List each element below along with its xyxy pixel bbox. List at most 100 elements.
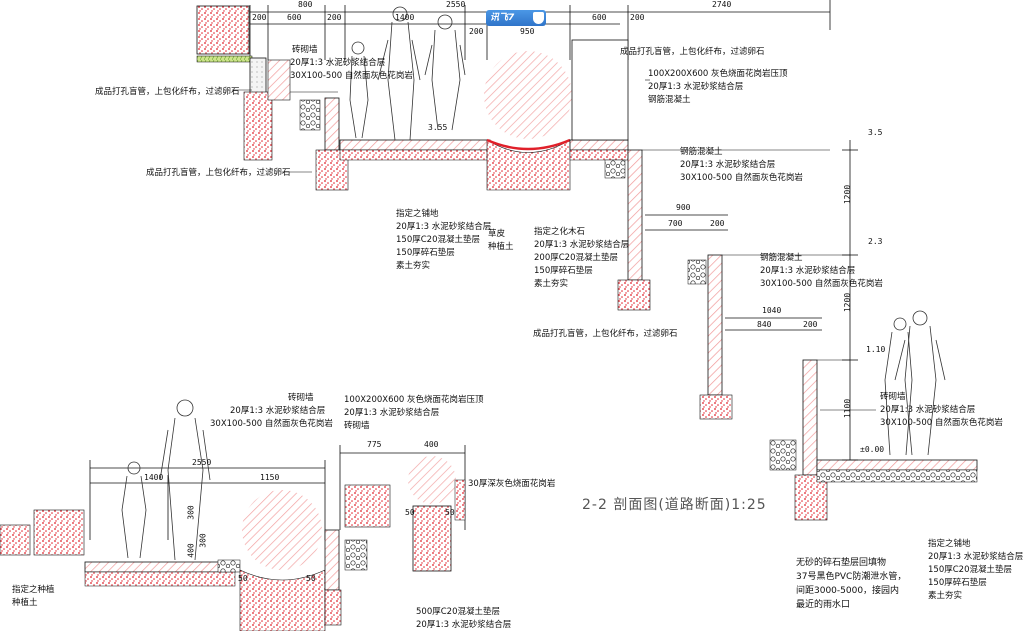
dim-200c: 200: [469, 27, 484, 36]
note-line: 间距3000-5000，接园内: [796, 586, 900, 596]
dim-200d: 200: [630, 13, 645, 22]
dim-1400: 1400: [395, 13, 415, 22]
note-line: 钢筋混凝土: [680, 147, 723, 157]
dim-300a: 300: [186, 505, 196, 520]
tree-crown-top: [484, 51, 572, 139]
note-line: 钢筋混凝土: [760, 253, 803, 263]
dim-600b: 600: [592, 13, 607, 22]
note-line: 20厚1:3 水泥砂浆结合层: [230, 406, 326, 416]
note-line: 无砂的碎石垫层回填物: [796, 558, 887, 568]
note-rc-wall-1: 钢筋混凝土 20厚1:3 水泥砂浆结合层 30X100-500 自然面灰色花岗岩: [680, 146, 803, 185]
dim-200e: 200: [710, 219, 725, 228]
note-drain-3: 成品打孔盲管，上包化纤布，过滤卵石: [620, 46, 765, 59]
dim-950: 950: [520, 27, 535, 36]
note-line: 30X100-500 自然面灰色花岗岩: [290, 71, 413, 81]
note-line: 200厚C20混凝土垫层: [534, 253, 618, 263]
note-line: 指定之铺地: [396, 209, 439, 219]
dim-2550: 2550: [446, 0, 466, 9]
note-line: 20厚1:3 水泥砂浆结合层: [416, 620, 512, 630]
dim-1400b: 1400: [144, 473, 164, 482]
note-line: 20厚1:3 水泥砂浆结合层: [344, 408, 440, 418]
note-line: 20厚1:3 水泥砂浆结合层: [880, 405, 976, 415]
note-line: 100X200X600 灰色烧面花岗岩压顶: [648, 69, 788, 79]
dim-400b: 400: [186, 543, 196, 558]
note-line: 20厚1:3 水泥砂浆结合层: [534, 240, 630, 250]
note-line: 素土夯实: [534, 279, 569, 289]
note-line: 素土夯实: [928, 591, 963, 601]
dim-50a: 50: [405, 508, 415, 517]
note-line: 指定之种植: [12, 585, 55, 595]
note-line: 成品打孔盲管，上包化纤布，过滤卵石: [146, 168, 291, 178]
dim-300b: 300: [198, 533, 208, 548]
note-line: 30厚深灰色烧面花岗岩: [468, 479, 556, 489]
dim-600a: 600: [287, 13, 302, 22]
note-line: 砖砌墙: [288, 393, 314, 403]
note-line: 30X100-500 自然面灰色花岗岩: [210, 419, 333, 429]
dim-800: 800: [298, 0, 313, 9]
tree-crown-bottom: [242, 490, 322, 570]
note-line: 指定之化木石: [534, 227, 586, 237]
note-drain-4: 成品打孔盲管，上包化纤布，过滤卵石: [533, 328, 678, 341]
note-granite-30: 30厚深灰色烧面花岗岩: [468, 478, 555, 491]
note-line: 种植土: [12, 598, 38, 608]
note-line: 20厚1:3 水泥砂浆结合层: [680, 160, 776, 170]
dim-700: 700: [668, 219, 683, 228]
dim-200f: 200: [803, 320, 818, 329]
dim-200b: 200: [327, 13, 342, 22]
note-line: 100X200X600 灰色烧面花岗岩压顶: [344, 395, 484, 405]
note-line: 钢筋混凝土: [648, 95, 691, 105]
dim-1100: 1100: [843, 398, 853, 419]
dim-1040: 1040: [762, 306, 782, 315]
note-line: 砖砌墙: [292, 45, 318, 55]
note-coping-top: 100X200X600 灰色烧面花岗岩压顶 20厚1:3 水泥砂浆结合层 钢筋混…: [648, 68, 788, 107]
ifly-badge[interactable]: 讯飞7: [486, 10, 546, 26]
note-line: 草皮: [488, 229, 506, 239]
note-line: 成品打孔盲管，上包化纤布，过滤卵石: [620, 47, 765, 57]
note-c20-500: 500厚C20混凝土垫层 20厚1:3 水泥砂浆结合层: [416, 606, 511, 631]
note-line: 最近的雨水口: [796, 600, 851, 610]
note-line: 30X100-500 自然面灰色花岗岩: [880, 418, 1003, 428]
note-paving-1: 指定之铺地 20厚1:3 水泥砂浆结合层 150厚C20混凝土垫层 150厚碎石…: [396, 208, 491, 273]
note-line: 砖砌墙: [880, 392, 906, 402]
note-line: 150厚碎石垫层: [396, 248, 455, 258]
dim-50d: 50: [238, 574, 248, 583]
dim-50c: 50: [306, 574, 316, 583]
dim-775: 775: [367, 440, 382, 449]
dim-400: 400: [424, 440, 439, 449]
note-line: 30X100-500 自然面灰色花岗岩: [760, 279, 883, 289]
shield-icon: [533, 12, 544, 24]
note-line: 500厚C20混凝土垫层: [416, 607, 500, 617]
note-line: 20厚1:3 水泥砂浆结合层: [928, 552, 1024, 562]
note-brick-wall-right: 砖砌墙 20厚1:3 水泥砂浆结合层 30X100-500 自然面灰色花岗岩: [880, 391, 1003, 430]
planter-box-top: [196, 5, 250, 55]
dim-2550b: 2550: [192, 458, 212, 467]
dim-900: 900: [676, 203, 691, 212]
human-figures: [121, 6, 946, 561]
note-brick-wall-top: 砖砌墙 20厚1:3 水泥砂浆结合层 30X100-500 自然面灰色花岗岩: [290, 44, 413, 83]
level-110: 1.10: [866, 345, 886, 354]
note-paving-2: 指定之铺地 20厚1:3 水泥砂浆结合层 150厚C20混凝土垫层 150厚碎石…: [928, 538, 1023, 603]
dim-50b: 50: [445, 508, 455, 517]
note-line: 种植土: [488, 242, 514, 252]
level-35: 3.5: [868, 128, 883, 137]
note-line: 20厚1:3 水泥砂浆结合层: [760, 266, 856, 276]
note-line: 20厚1:3 水泥砂浆结合层: [290, 58, 386, 68]
note-line: 150厚碎石垫层: [928, 578, 987, 588]
badge-label: 讯飞7: [490, 13, 515, 23]
note-planting: 指定之种植 种植土: [12, 584, 55, 610]
note-drain-2: 成品打孔盲管，上包化纤布，过滤卵石: [146, 167, 291, 180]
note-lawn: 草皮 种植土: [488, 228, 514, 254]
level-355: 3.55: [428, 123, 448, 132]
note-line: 成品打孔盲管，上包化纤布，过滤卵石: [95, 87, 240, 97]
note-line: 150厚C20混凝土垫层: [928, 565, 1012, 575]
note-line: 成品打孔盲管，上包化纤布，过滤卵石: [533, 329, 678, 339]
note-line: 20厚1:3 水泥砂浆结合层: [648, 82, 744, 92]
note-line: 指定之铺地: [928, 539, 971, 549]
note-line: 砖砌墙: [344, 421, 370, 431]
right-dimension-lines: [645, 140, 858, 461]
note-line: 20厚1:3 水泥砂浆结合层: [396, 222, 492, 232]
drawing-title: 2-2 剖面图(道路断面)1:25: [582, 497, 767, 513]
note-line: 150厚C20混凝土垫层: [396, 235, 480, 245]
